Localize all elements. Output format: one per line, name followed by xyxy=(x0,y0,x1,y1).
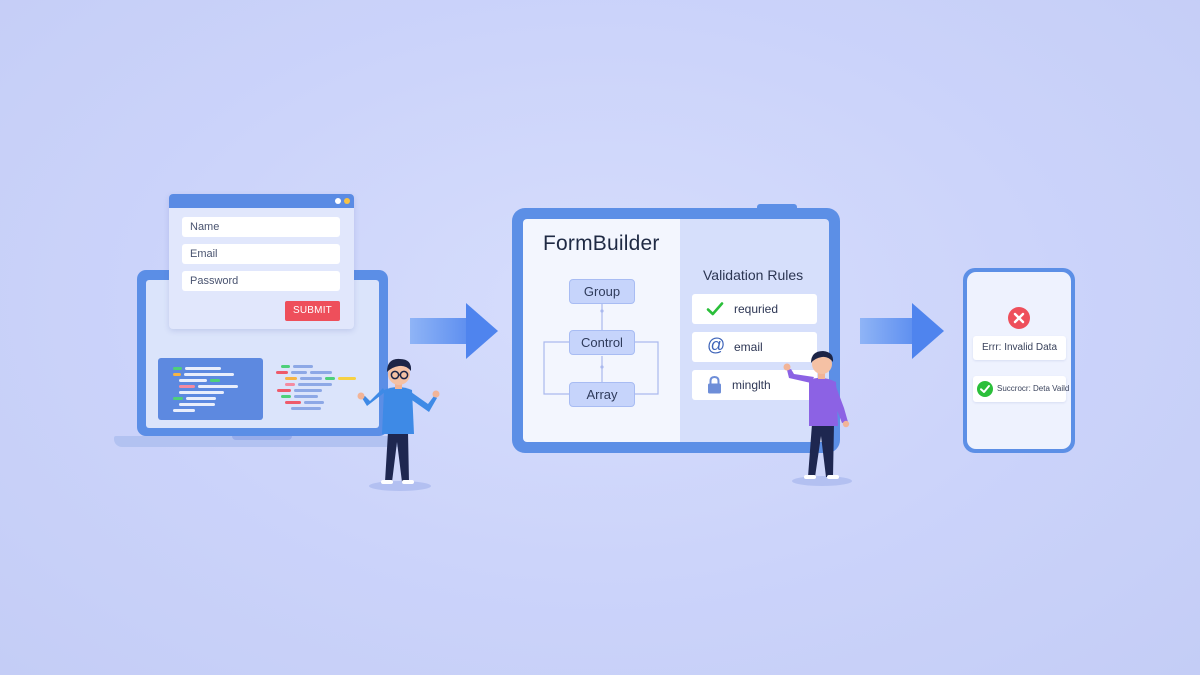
node-control[interactable]: Control xyxy=(569,330,635,355)
node-array[interactable]: Array xyxy=(569,382,635,407)
at-sign-icon: @ xyxy=(707,335,726,355)
lock-icon xyxy=(708,375,721,394)
rule-label: email xyxy=(734,340,763,354)
form-tree-connectors xyxy=(543,303,659,395)
name-field[interactable]: Name xyxy=(182,217,340,237)
validation-panel xyxy=(680,219,829,442)
success-text: Succrocr: Deta Vaild xyxy=(997,384,1070,393)
formbuilder-title: FormBuilder xyxy=(543,232,660,255)
rule-label: requried xyxy=(734,302,779,316)
error-message: Errr: Invalid Data xyxy=(973,336,1066,360)
window-minimize-dot[interactable] xyxy=(344,198,350,204)
rule-label: minglth xyxy=(732,378,771,392)
password-field[interactable]: Password xyxy=(182,271,340,291)
tablet-button xyxy=(757,204,797,211)
developer-person-illustration xyxy=(357,358,440,491)
error-icon xyxy=(1008,307,1030,329)
reviewer-person-illustration xyxy=(783,351,852,486)
submit-button[interactable]: SUBMIT xyxy=(285,301,340,321)
window-titlebar xyxy=(169,194,354,208)
node-group[interactable]: Group xyxy=(569,279,635,304)
validation-rules-title: Validation Rules xyxy=(703,267,804,283)
window-control-dot[interactable] xyxy=(335,198,341,204)
email-field[interactable]: Email xyxy=(182,244,340,264)
phone-screen xyxy=(967,272,1071,449)
code-editor-pane xyxy=(158,358,263,420)
rule-email[interactable]: @ email xyxy=(692,332,817,362)
code-preview-pane xyxy=(267,358,367,420)
success-message: Succrocr: Deta Vaild xyxy=(973,376,1070,402)
rule-required[interactable]: requried xyxy=(692,294,817,324)
laptop-base xyxy=(114,436,406,447)
laptop-notch xyxy=(232,436,292,440)
success-check-icon xyxy=(977,381,993,397)
check-icon xyxy=(706,302,724,316)
